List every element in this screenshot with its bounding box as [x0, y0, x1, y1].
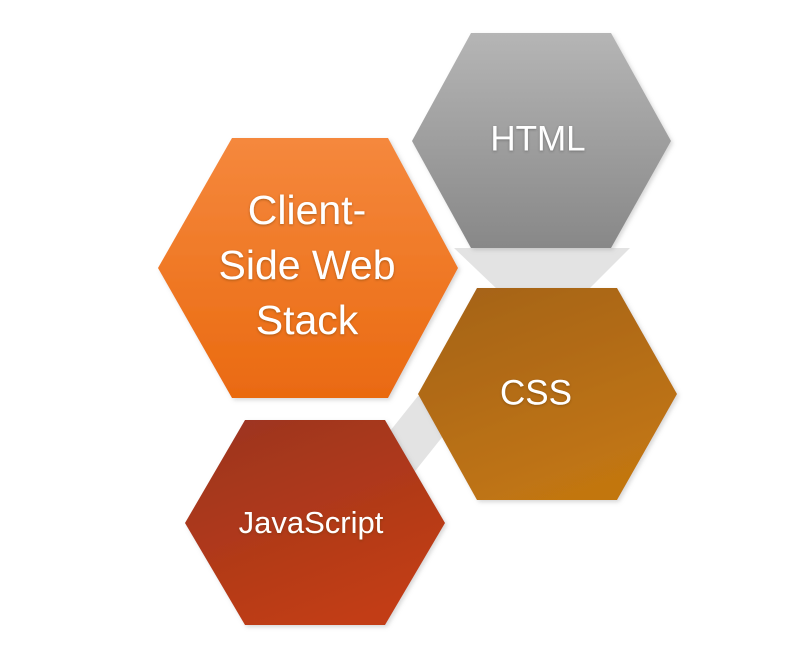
center-label-line-1: Client-: [248, 187, 366, 233]
hexagon-javascript[interactable]: JavaScript: [185, 420, 445, 625]
hexagon-client-side-web-stack[interactable]: Client- Side Web Stack: [158, 138, 458, 398]
hexagon-css-shape: [418, 288, 677, 500]
hexagon-html[interactable]: HTML: [412, 33, 671, 248]
hexagon-client-side-web-stack-label: Client- Side Web Stack: [218, 187, 395, 343]
center-label-line-2: Side Web: [218, 242, 395, 288]
hexagon-client-side-web-stack-shape: [158, 138, 458, 398]
hexagon-javascript-label: JavaScript: [239, 505, 384, 540]
hexagon-css-label: CSS: [500, 373, 572, 412]
connector-html-css: [454, 248, 630, 290]
center-label-line-3: Stack: [256, 297, 359, 343]
hexagon-css[interactable]: CSS: [418, 288, 677, 500]
hexagon-html-label: HTML: [490, 119, 585, 158]
hexagon-javascript-shape: [185, 420, 445, 625]
hexagon-html-shape: [412, 33, 671, 248]
